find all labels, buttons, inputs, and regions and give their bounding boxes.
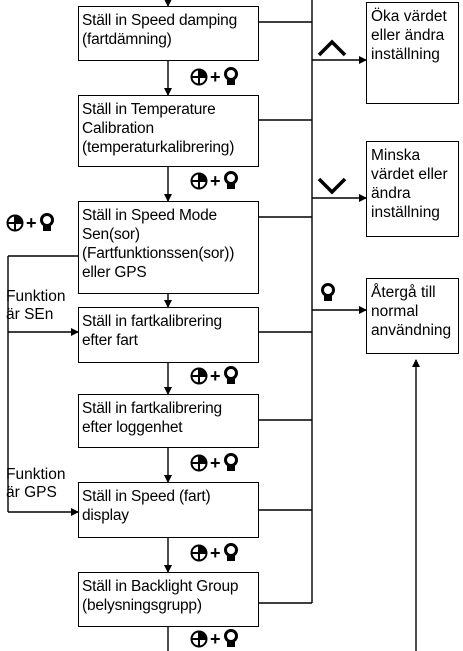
up-chevron-icon [317, 39, 347, 57]
key-combo: + [190, 66, 239, 88]
key-combo: + [190, 452, 239, 474]
step-text: (temperaturkalibrering) [82, 139, 235, 156]
action-text: användning [371, 322, 452, 339]
light-key-icon [223, 453, 238, 471]
step-text: Sen(sor) [82, 226, 140, 243]
key-combo: + [6, 212, 55, 234]
light-key-icon [223, 543, 238, 561]
branch-label-sen: Funktion är SEn [6, 288, 65, 324]
plus-sign: + [210, 67, 221, 87]
step-speed-mode: Ställ in Speed Mode Sen(sor) (Fartfunkti… [78, 201, 259, 294]
step-text: efter fart [82, 332, 138, 349]
step-text: Ställ in Speed damping [82, 12, 238, 29]
step-speed-calibration-by-speed: Ställ in fartkalibrering efter fart [78, 307, 259, 363]
action-increase: Öka värdet eller ändra inställning [366, 2, 459, 104]
key-combo: + [190, 628, 239, 650]
step-text: Ställ in fartkalibrering [82, 313, 222, 330]
action-text: eller ändra [371, 27, 445, 44]
light-key-icon [39, 213, 54, 231]
step-text: Ställ in Temperature [82, 101, 216, 118]
step-text: Ställ in fartkalibrering [82, 400, 222, 417]
plus-sign: + [210, 171, 221, 191]
action-text: ändra [371, 185, 411, 202]
action-text: normal [371, 303, 419, 320]
step-text: (fartdämning) [82, 31, 172, 48]
action-text: Återgå till [371, 284, 436, 301]
plus-sign: + [26, 213, 37, 233]
step-text: (belysningsgrupp) [82, 597, 202, 614]
light-key-icon [321, 283, 335, 301]
branch-text: är GPS [6, 484, 57, 501]
power-key-icon [6, 214, 24, 232]
power-key-icon [190, 367, 208, 385]
branch-label-gps: Funktion är GPS [6, 466, 65, 502]
step-text: efter loggenhet [82, 419, 183, 436]
light-key-icon [223, 366, 238, 384]
down-chevron-icon [317, 177, 347, 195]
key-combo: + [190, 365, 239, 387]
step-speed-damping: Ställ in Speed damping (fartdämning) [78, 6, 259, 61]
plus-sign: + [210, 543, 221, 563]
plus-sign: + [210, 366, 221, 386]
action-decrease: Minska värdet eller ändra inställning [366, 141, 459, 237]
step-text: Ställ in Speed Mode [82, 207, 217, 224]
light-key-icon [223, 67, 238, 85]
power-key-icon [190, 172, 208, 190]
key-combo: + [190, 170, 239, 192]
power-key-icon [190, 454, 208, 472]
light-key-icon [223, 171, 238, 189]
action-text: värdet eller [371, 166, 448, 183]
power-key-icon [190, 68, 208, 86]
step-text: Calibration [82, 120, 154, 137]
step-backlight-group: Ställ in Backlight Group (belysningsgrup… [78, 572, 259, 627]
step-speed-display: Ställ in Speed (fart) display [78, 482, 259, 538]
plus-sign: + [210, 629, 221, 649]
power-key-icon [190, 544, 208, 562]
power-key-icon [190, 630, 208, 648]
key-combo: + [190, 542, 239, 564]
action-return: Återgå till normal användning [366, 278, 459, 354]
step-text: eller GPS [82, 264, 147, 281]
branch-text: Funktion [6, 466, 66, 483]
action-text: Öka värdet [371, 8, 447, 25]
branch-text: Funktion [6, 288, 66, 305]
action-text: inställning [371, 204, 440, 221]
action-text: inställning [371, 46, 440, 63]
branch-text: är SEn [6, 306, 54, 323]
step-text: (Fartfunktionssen(sor)) [82, 245, 235, 262]
step-text: Ställ in Speed (fart) [82, 488, 211, 505]
light-key-icon [223, 629, 238, 647]
action-text: Minska [371, 147, 421, 164]
plus-sign: + [210, 453, 221, 473]
step-speed-calibration-by-log: Ställ in fartkalibrering efter loggenhet [78, 394, 259, 448]
step-text: display [82, 507, 129, 524]
step-text: Ställ in Backlight Group [82, 578, 239, 595]
step-temperature-calibration: Ställ in Temperature Calibration (temper… [78, 95, 259, 167]
